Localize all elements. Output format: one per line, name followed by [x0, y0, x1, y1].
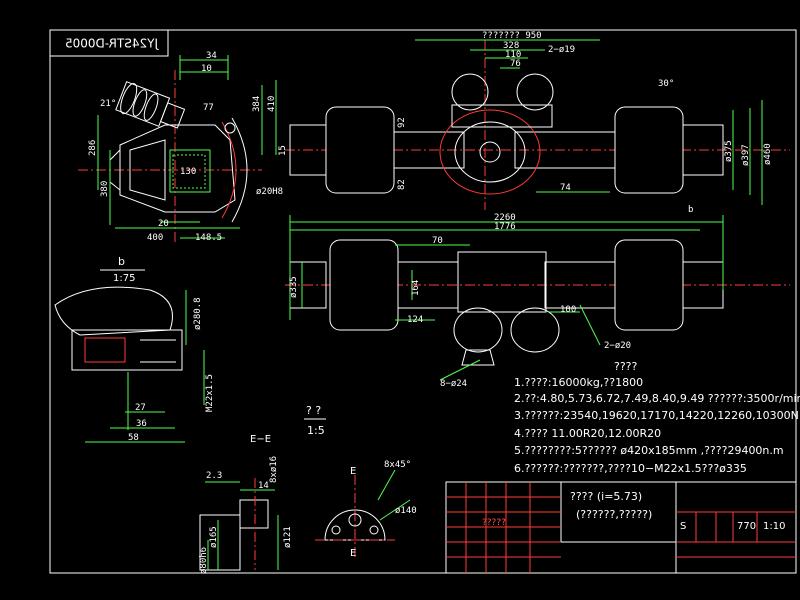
detail-q-label: ? ? 1:5 [304, 404, 326, 437]
section-ee-labels: E−E 2.3 14 8xø16 ø165 ø121 ø80h6 [199, 434, 293, 574]
dim-148-5: 148.5 [195, 233, 222, 243]
title-block [445, 481, 797, 574]
spec-item-2: 2.??:4.80,5.73,6.72,7.49,8.40,9.49 ?????… [514, 392, 800, 405]
dim-o460: ø460 [763, 143, 773, 165]
dim-8-o24: 8−ø24 [440, 379, 467, 389]
drawing-number-box: JY24STR-D0005 [49, 29, 169, 57]
specs-heading: ???? [614, 360, 638, 373]
dim-o397: ø397 [741, 144, 751, 166]
spec-item-5: 5.????????:5?????? ø420x185mm ,????29400… [514, 444, 784, 457]
detail-b-labels: b 1:75 ø280.8 M22x1.5 27 36 58 [113, 255, 215, 443]
dim-o165: ø165 [209, 526, 219, 548]
dim-2-o19: 2−ø19 [548, 45, 575, 55]
dim-2-o20: 2−ø20 [604, 341, 631, 351]
dim-15: 15 [278, 145, 288, 156]
dim-380: 380 [100, 181, 110, 197]
dim-27: 27 [135, 403, 146, 413]
dim-o20h8: ø20H8 [256, 187, 283, 197]
flange-section-mark-top: E [350, 466, 356, 477]
detail-b-scale: 1:75 [113, 273, 135, 284]
dim-950: ??????? 950 [482, 31, 542, 41]
front-view-dims: 2260 1776 70 ø335 164 124 100 2−ø20 8−ø2… [289, 213, 631, 389]
title-block-subtitle: (??????,?????) [576, 508, 652, 521]
dim-o335: ø335 [289, 276, 299, 298]
title-block-title: ???? (i=5.73) [570, 490, 642, 503]
title-block-scale: 1:10 [763, 521, 785, 532]
detail-b-label: b [118, 255, 125, 268]
side-view-dims: 34 10 77 384 410 21° 286 380 130 15 ø20H… [88, 51, 288, 243]
flange-labels: E E 8x45° ø140 [350, 460, 417, 559]
spec-item-6: 6.??????:???????,????10−M22x1.5???ø335 [514, 462, 747, 475]
dim-m22x1-5: M22x1.5 [205, 374, 215, 412]
dim-124: 124 [407, 315, 423, 325]
dim-164: 164 [411, 280, 421, 296]
flange-section-mark-bottom: E [350, 548, 356, 559]
dim-14: 14 [258, 481, 269, 491]
detail-q-scale: 1:5 [307, 424, 325, 437]
dim-130: 130 [180, 167, 196, 177]
dim-10: 10 [201, 64, 212, 74]
top-view [285, 39, 790, 210]
dim-2260: 2260 [494, 213, 516, 223]
dim-34: 34 [206, 51, 217, 61]
dim-o280-8: ø280.8 [193, 297, 203, 330]
drawing-number: JY24STR-D0005 [65, 37, 159, 51]
dim-82: 82 [397, 179, 407, 190]
dim-100: 100 [560, 305, 576, 315]
detail-b [54, 269, 205, 443]
dim-8xo16: 8xø16 [269, 456, 279, 483]
side-view [78, 55, 277, 245]
top-view-dims: ??????? 950 328 110 76 2−ø19 30° 92 82 7… [397, 31, 773, 215]
title-block-text: ???? (i=5.73) (??????,?????) S 770 1:10 … [482, 490, 785, 532]
dim-410: 410 [267, 96, 277, 112]
section-ee [199, 478, 279, 571]
drawing-frame [49, 29, 797, 574]
view-label-b: b [688, 205, 693, 215]
dim-o140: ø140 [395, 506, 417, 516]
flange-view [315, 469, 411, 560]
dim-328: 328 [503, 41, 519, 51]
spec-item-1: 1.????:16000kg,??1800 [514, 376, 643, 389]
dim-36: 36 [136, 419, 147, 429]
dim-92: 92 [397, 117, 407, 128]
dim-58: 58 [128, 433, 139, 443]
dim-o375: ø375 [724, 140, 734, 162]
dim-400: 400 [147, 233, 163, 243]
dim-o121: ø121 [283, 526, 293, 548]
dim-110: 110 [505, 50, 521, 60]
dim-1776: 1776 [494, 222, 516, 232]
dim-77: 77 [203, 103, 214, 113]
title-block-cell: ????? [482, 518, 506, 528]
dim-286: 286 [88, 140, 98, 156]
dim-20: 20 [158, 219, 169, 229]
dim-o80h6: ø80h6 [199, 547, 209, 574]
title-block-mark: S [680, 521, 686, 532]
dim-70: 70 [432, 236, 443, 246]
dim-2-3: 2.3 [206, 471, 222, 481]
dim-angle-30: 30° [658, 79, 674, 89]
dim-74: 74 [560, 183, 571, 193]
title-block-weight: 770 [737, 521, 756, 532]
spec-item-3: 3.??????:23540,19620,17170,14220,12260,1… [514, 409, 800, 422]
detail-q-title: ? ? [306, 404, 321, 417]
technical-specs: ???? 1.????:16000kg,??1800 2.??:4.80,5.7… [514, 360, 800, 475]
dim-76: 76 [510, 59, 521, 69]
dim-384: 384 [252, 96, 262, 112]
dim-8x45: 8x45° [384, 460, 411, 470]
front-view [285, 215, 790, 381]
spec-item-4: 4.???? 11.00R20,12.00R20 [514, 427, 661, 440]
dim-angle-21: 21° [100, 99, 116, 109]
section-ee-title: E−E [250, 434, 271, 445]
